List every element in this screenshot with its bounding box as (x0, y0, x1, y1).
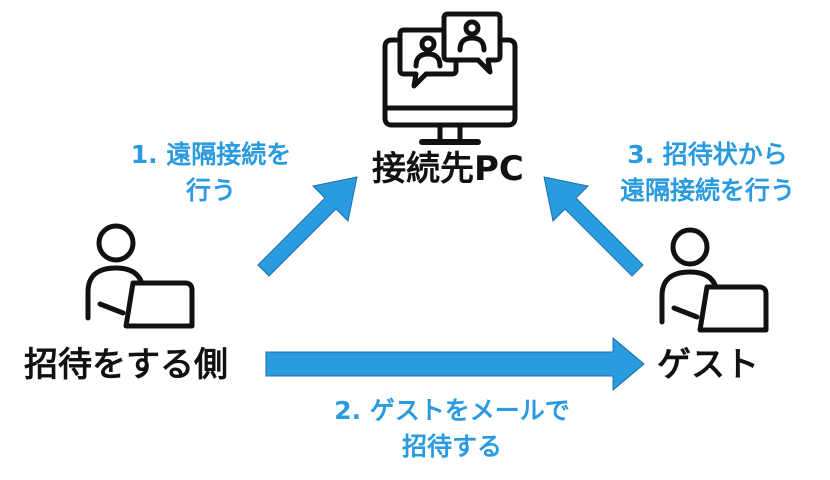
step1-label: 1. 遠隔接続を 行う (116, 137, 306, 209)
arrow-step3 (543, 176, 644, 277)
step1-line1: 1. 遠隔接続を (130, 140, 292, 169)
step3-line2: 遠隔接続を行う (619, 176, 795, 205)
arrow-step1 (257, 176, 358, 277)
step1-line2: 行う (185, 176, 236, 205)
guest-label: ゲスト (657, 345, 759, 385)
pc-label: 接続先PC (372, 149, 524, 189)
step2-line1: 2. ゲストをメールで (334, 396, 570, 425)
step3-line1: 3. 招待状から (627, 140, 788, 169)
step3-label: 3. 招待状から 遠隔接続を行う (605, 137, 810, 209)
arrow-step2 (265, 336, 645, 392)
step2-line2: 招待する (401, 432, 502, 461)
inviter-person-laptop-icon (85, 223, 195, 329)
monitor-chat-icon (382, 11, 518, 145)
inviter-label: 招待をする側 (24, 345, 228, 385)
guest-person-laptop-icon (659, 227, 769, 333)
step2-label: 2. ゲストをメールで 招待する (302, 393, 602, 465)
